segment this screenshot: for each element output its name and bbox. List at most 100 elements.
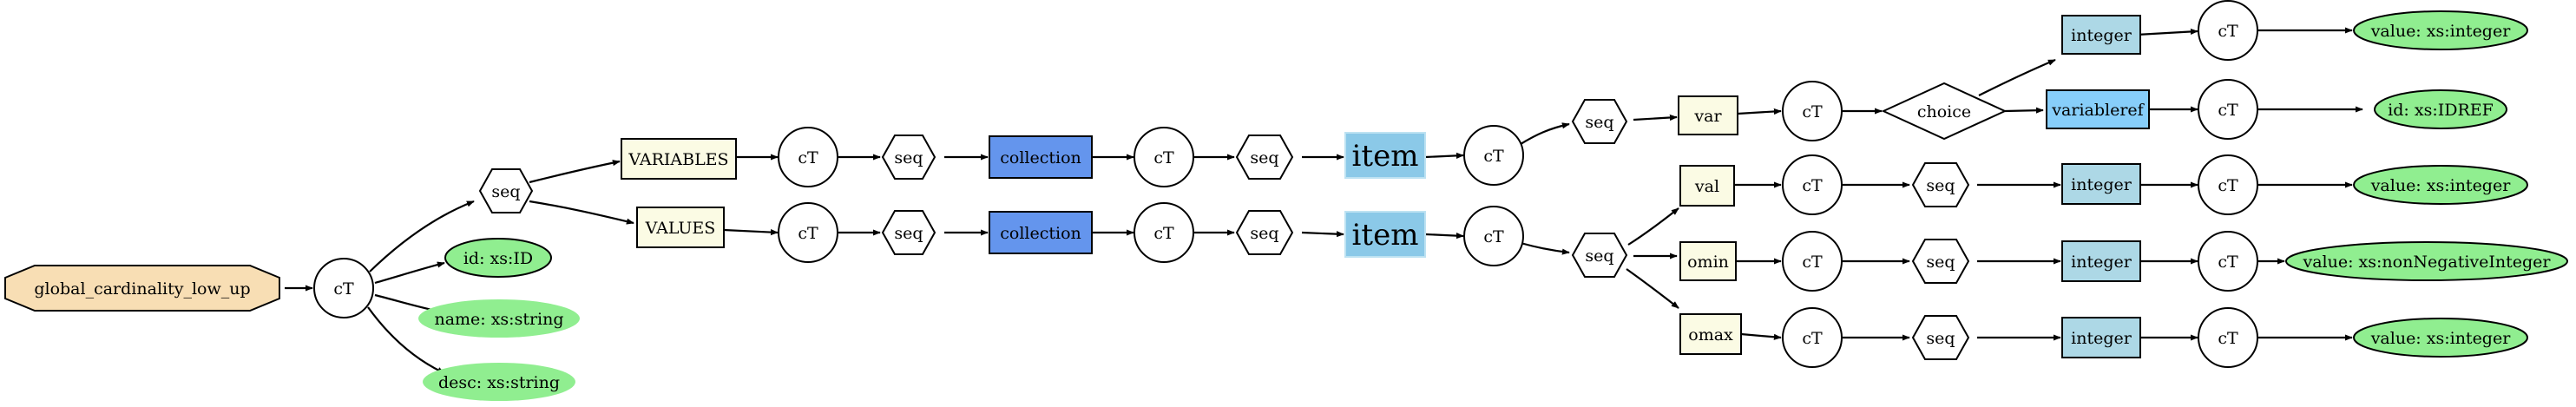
ct-collection-values-label: cT xyxy=(1153,224,1174,243)
ct-values-node: cT xyxy=(778,202,838,263)
attr-id-node: id: xs:ID xyxy=(444,238,552,278)
variables-label: VARIABLES xyxy=(628,150,728,169)
seq-collection-variables-label: seq xyxy=(1250,148,1278,167)
ct-collection-variables-label: cT xyxy=(1153,148,1174,167)
attr-desc-shape xyxy=(423,363,575,401)
var-shape xyxy=(1678,95,1738,135)
seq-values-label: seq xyxy=(894,224,923,243)
seq-values-node: seq xyxy=(881,210,936,255)
seq-item-variables-node: seq xyxy=(1571,99,1628,144)
ct-integer-omax-node: cT xyxy=(2198,307,2258,368)
val-shape xyxy=(1679,165,1735,207)
edge-seq-variables xyxy=(529,160,621,184)
seq-omin-node: seq xyxy=(1911,239,1970,284)
edge-seq-var xyxy=(1633,114,1678,121)
item-values-node: item xyxy=(1344,211,1426,258)
edge-seq-item-val xyxy=(1301,231,1344,238)
item-variables-shape xyxy=(1344,132,1426,179)
integer-choice-shape xyxy=(2061,15,2141,55)
seq-omin-label: seq xyxy=(1926,253,1955,272)
value-integer-choice-shape xyxy=(2353,10,2528,50)
ct-integer-choice-shape xyxy=(2198,0,2258,61)
variables-shape xyxy=(621,138,737,180)
integer-val-shape xyxy=(2061,163,2141,205)
integer-omin-shape xyxy=(2061,240,2141,282)
seq-values-shape xyxy=(881,210,936,255)
ct-collection-values-shape xyxy=(1134,202,1194,263)
edge-seq-values xyxy=(529,200,634,225)
ct-variableref-shape xyxy=(2198,79,2258,140)
attr-desc-node: desc: xs:string xyxy=(423,363,575,401)
variableref-node: variableref xyxy=(2046,89,2150,129)
edge-ct-attr-id xyxy=(374,261,445,285)
choice-shape xyxy=(1881,82,2008,141)
omin-label: omin xyxy=(1687,253,1729,272)
seq-root-node: seq xyxy=(478,168,534,213)
root-shape xyxy=(4,265,280,312)
ct-val-node: cT xyxy=(1782,154,1843,215)
root-label: global_cardinality_low_up xyxy=(34,279,250,299)
integer-val-label: integer xyxy=(2071,175,2132,194)
seq-root-label: seq xyxy=(491,182,520,201)
ct-item-variables-label: cT xyxy=(1483,147,1504,166)
ct-values-shape xyxy=(778,202,838,263)
seq-collection-variables-node: seq xyxy=(1235,135,1294,180)
var-label: var xyxy=(1693,107,1722,126)
edge-ct-seq3-var xyxy=(1520,122,1570,145)
ct-omax-node: cT xyxy=(1782,307,1843,368)
edge-omax-ct xyxy=(1740,332,1782,340)
integer-omin-node: integer xyxy=(2061,240,2141,282)
ct-integer-val-shape xyxy=(2198,154,2258,215)
attr-id-shape xyxy=(444,238,552,278)
var-node: var xyxy=(1678,95,1738,135)
value-nonneg-omin-node: value: xs:nonNegativeInteger xyxy=(2285,241,2568,281)
integer-choice-label: integer xyxy=(2071,26,2132,45)
value-integer-val-label: value: xs:integer xyxy=(2370,176,2512,195)
choice-node: choice xyxy=(1881,82,2008,141)
seq-omax-node: seq xyxy=(1911,315,1970,360)
ct-root-label: cT xyxy=(333,279,354,299)
ct-integer-omin-label: cT xyxy=(2218,253,2238,272)
seq-variables-node: seq xyxy=(881,135,936,180)
ct-variableref-node: cT xyxy=(2198,79,2258,140)
seq-variables-label: seq xyxy=(894,148,923,167)
value-integer-val-node: value: xs:integer xyxy=(2353,165,2528,205)
seq-root-shape xyxy=(478,168,534,213)
edge-integer-ct-choice xyxy=(2136,28,2198,36)
omax-node: omax xyxy=(1679,313,1742,355)
val-node: val xyxy=(1679,165,1735,207)
edge-seq-omax xyxy=(1626,268,1679,309)
attr-id-label: id: xs:ID xyxy=(463,249,533,268)
ct-root-node: cT xyxy=(313,258,374,318)
collection-values-label: collection xyxy=(1000,224,1081,243)
integer-choice-node: integer xyxy=(2061,15,2141,55)
values-node: VALUES xyxy=(636,207,725,248)
ct-omax-shape xyxy=(1782,307,1843,368)
ct-integer-choice-label: cT xyxy=(2218,22,2238,41)
ct-var-node: cT xyxy=(1782,81,1843,141)
value-nonneg-omin-shape xyxy=(2285,241,2568,281)
variableref-label: variableref xyxy=(2051,101,2145,120)
seq-item-variables-shape xyxy=(1571,99,1628,144)
edge-item-ct-val xyxy=(1424,233,1464,240)
seq-item-values-node: seq xyxy=(1571,233,1628,278)
attr-name-shape xyxy=(418,299,580,338)
integer-omax-shape xyxy=(2061,317,2141,358)
ct-item-values-label: cT xyxy=(1483,227,1504,246)
edge-ct-seq3-val xyxy=(1520,241,1570,255)
value-integer-omax-node: value: xs:integer xyxy=(2353,318,2528,358)
edge-choice-variableref xyxy=(2004,107,2044,114)
ct-integer-val-label: cT xyxy=(2218,176,2238,195)
values-shape xyxy=(636,207,725,248)
seq-collection-variables-shape xyxy=(1235,135,1294,180)
ct-item-variables-node: cT xyxy=(1463,125,1524,186)
ct-omax-label: cT xyxy=(1802,329,1823,348)
seq-val-label: seq xyxy=(1926,176,1955,195)
seq-variables-shape xyxy=(881,135,936,180)
nodes: global_cardinality_low_up cT id: xs:ID n… xyxy=(4,0,2568,401)
id-idref-label: id: xs:IDREF xyxy=(2388,101,2494,120)
edge-ct-attr-desc xyxy=(367,306,445,374)
value-integer-choice-label: value: xs:integer xyxy=(2370,22,2512,41)
ct-integer-omin-shape xyxy=(2198,231,2258,292)
